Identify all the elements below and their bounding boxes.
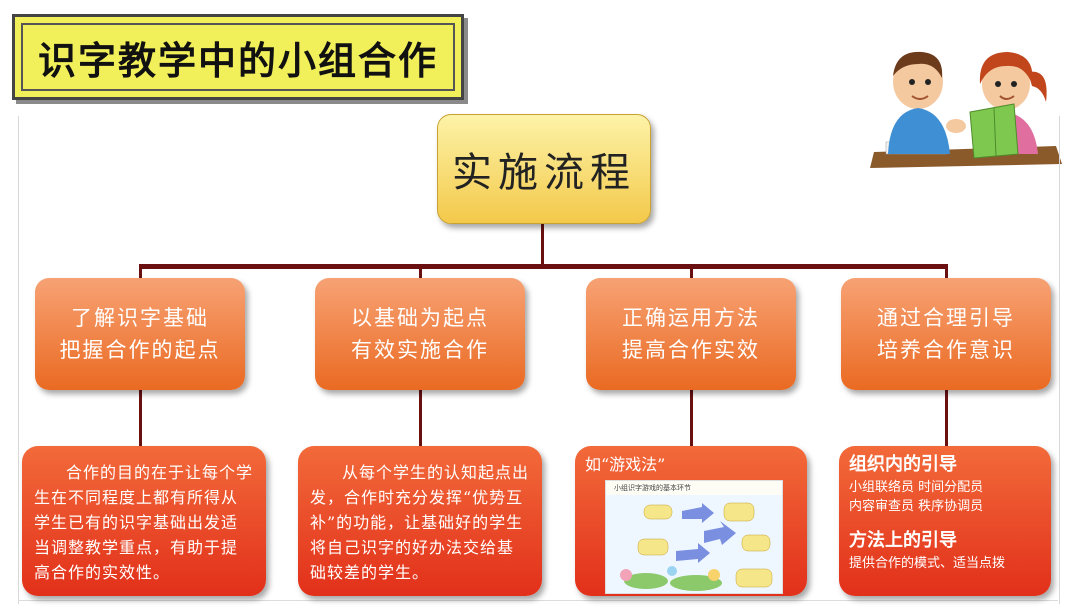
step-3-line2: 提高合作实效 bbox=[622, 338, 760, 362]
drop-1 bbox=[139, 266, 142, 280]
guide-sub-1a: 小组联络员 时间分配员 bbox=[849, 480, 984, 495]
detail-node-4: 组织内的引导 小组联络员 时间分配员 内容审查员 秩序协调员 方法上的引导 提供… bbox=[839, 446, 1051, 596]
step-1-line1: 了解识字基础 bbox=[71, 306, 209, 330]
step-2-line1: 以基础为起点 bbox=[351, 306, 489, 330]
step-3-line1: 正确运用方法 bbox=[622, 306, 760, 330]
title-banner: 识字教学中的小组合作 bbox=[12, 14, 464, 100]
guide-heading-2: 方法上的引导 bbox=[849, 530, 957, 551]
root-stem bbox=[541, 222, 544, 266]
step-1-line2: 把握合作的起点 bbox=[59, 338, 221, 362]
detail-1-text: 合作的目的在于让每个学生在不同程度上都有所得从学生已有的识字基础出发适当调整教学… bbox=[34, 463, 254, 582]
step-4-line2: 培养合作意识 bbox=[877, 338, 1015, 362]
step-2-line2: 有效实施合作 bbox=[351, 338, 489, 362]
root-node: 实施流程 bbox=[437, 114, 651, 224]
detail-4-body: 组织内的引导 小组联络员 时间分配员 内容审查员 秩序协调员 方法上的引导 提供… bbox=[839, 446, 1051, 573]
step-node-2: 以基础为起点 有效实施合作 bbox=[315, 278, 525, 390]
detail-node-3: 如“游戏法” 小组识字游戏的基本环节 bbox=[575, 446, 807, 596]
stem-1 bbox=[139, 390, 142, 448]
stem-2 bbox=[419, 390, 422, 448]
step-node-3: 正确运用方法 提高合作实效 bbox=[586, 278, 796, 390]
detail-node-2: 从每个学生的认知起点出发，合作时充分发挥“优势互补”的功能，让基础好的学生将自己… bbox=[298, 446, 542, 596]
drop-4 bbox=[945, 266, 948, 280]
page-title: 识字教学中的小组合作 bbox=[21, 23, 455, 91]
step-4-line1: 通过合理引导 bbox=[877, 306, 1015, 330]
diagram-frame bbox=[18, 116, 1060, 604]
stem-4 bbox=[945, 390, 948, 448]
flowchart-thumbnail: 小组识字游戏的基本环节 bbox=[605, 480, 783, 594]
frame-bottom-line bbox=[18, 600, 1058, 605]
drop-2 bbox=[419, 266, 422, 280]
drop-3 bbox=[690, 266, 693, 280]
detail-node-1: 合作的目的在于让每个学生在不同程度上都有所得从学生已有的识字基础出发适当调整教学… bbox=[22, 446, 266, 596]
children-reading-illustration bbox=[870, 51, 1062, 168]
spacer bbox=[849, 516, 1041, 528]
detail-3-text: 如“游戏法” bbox=[585, 455, 666, 474]
stem-3 bbox=[690, 390, 693, 448]
horizontal-bar bbox=[139, 264, 948, 269]
guide-heading-1: 组织内的引导 bbox=[849, 454, 957, 475]
detail-2-text: 从每个学生的认知起点出发，合作时充分发挥“优势互补”的功能，让基础好的学生将自己… bbox=[310, 463, 530, 582]
guide-sub-1b: 内容审查员 秩序协调员 bbox=[849, 499, 984, 514]
step-node-1: 了解识字基础 把握合作的起点 bbox=[35, 278, 245, 390]
guide-sub-2: 提供合作的模式、适当点拨 bbox=[849, 556, 1006, 571]
step-node-4: 通过合理引导 培养合作意识 bbox=[841, 278, 1051, 390]
flowchart-thumbnail-graphic bbox=[606, 495, 782, 593]
inset-caption: 小组识字游戏的基本环节 bbox=[614, 484, 691, 492]
